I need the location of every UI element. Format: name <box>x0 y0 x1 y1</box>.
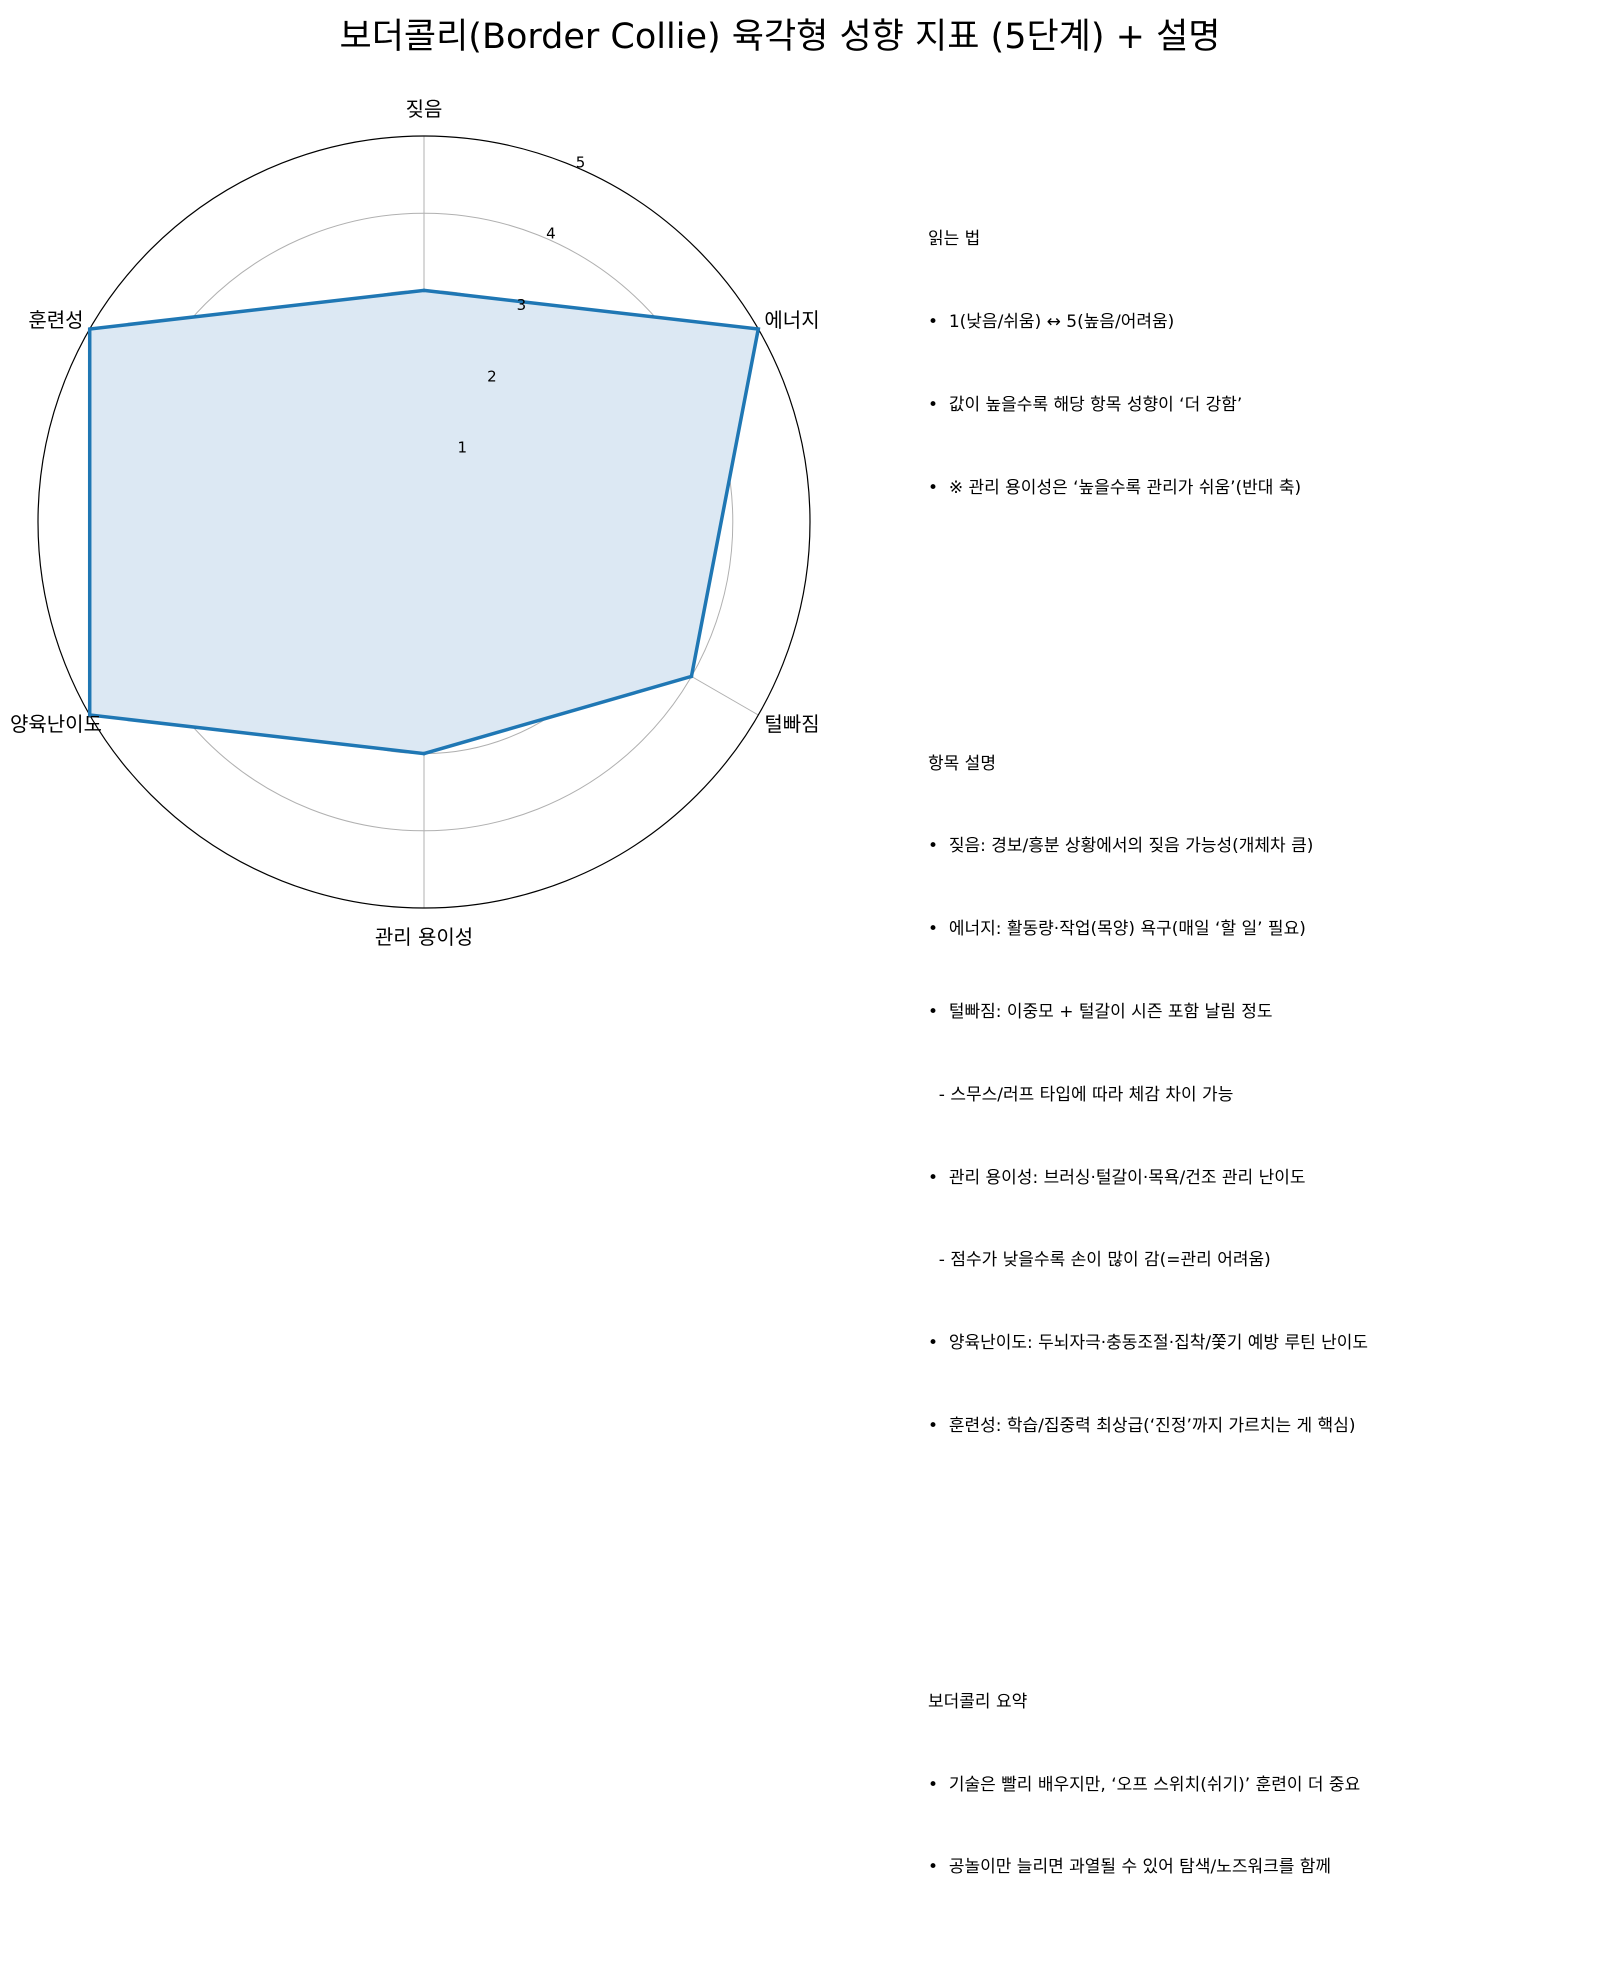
section-heading: 보더콜리 요약 <box>928 1691 1028 1712</box>
panel-line: • 1(낮음/쉬움) ↔ 5(높음/어려움) <box>928 312 1175 333</box>
panel-line: • 공놀이만 늘리면 과열될 수 있어 탐색/노즈워크를 함께 <box>928 1857 1332 1878</box>
axis-label: 훈련성 <box>28 308 83 332</box>
data-point <box>87 327 92 331</box>
chart-title: 보더콜리(Border Collie) 육각형 성향 지표 (5단계) + 설명 <box>339 17 1221 57</box>
section-items: 항목 설명 • 짖음: 경보/흥분 상황에서의 짖음 가능성(개체차 큼) • … <box>928 695 1368 1495</box>
section-heading: 항목 설명 <box>928 753 996 774</box>
data-area <box>89 290 759 754</box>
panel-line: • 에너지: 활동량·작업(목양) 욕구(매일 ‘할 일’ 필요) <box>928 919 1306 940</box>
panel-line: - 스무스/러프 타입에 따라 체감 차이 가능 <box>928 1084 1234 1105</box>
r-tick-label: 2 <box>487 367 497 385</box>
panel-line: • 관리 용이성: 브러싱·털갈이·목욕/건조 관리 난이도 <box>928 1167 1306 1188</box>
data-point <box>422 288 426 293</box>
panel-line: • 짖음: 경보/흥분 상황에서의 짖음 가능성(개체차 큼) <box>928 836 1314 857</box>
r-tick-label: 1 <box>458 439 468 457</box>
data-point <box>87 713 92 717</box>
panel-line: • 양육난이도: 두뇌자극·충동조절·집착/쫓기 예방 루틴 난이도 <box>928 1333 1369 1354</box>
r-tick-label: 5 <box>576 153 586 171</box>
data-point <box>422 751 426 756</box>
section-summary: 보더콜리 요약 • 기술은 빨리 배우지만, ‘오프 스위치(쉬기)’ 훈련이 … <box>928 1634 1368 1938</box>
axis-label: 관리 용이성 <box>375 925 473 949</box>
data-point <box>689 674 694 679</box>
axis-label: 짖음 <box>406 97 443 121</box>
r-tick-label: 3 <box>517 296 527 314</box>
panel-line: • ※ 관리 용이성은 ‘높을수록 관리가 쉬움’(반대 축) <box>928 477 1302 498</box>
panel-line: - 점수가 낮을수록 손이 많이 감(=관리 어려움) <box>928 1250 1271 1271</box>
axis-label: 양육난이도 <box>10 712 102 736</box>
axis-label: 털빠짐 <box>764 712 819 736</box>
r-tick-label: 4 <box>546 225 556 243</box>
panel-line: • 값이 높을수록 해당 항목 성향이 ‘더 강함’ <box>928 394 1243 415</box>
description-panel: 읽는 법 • 1(낮음/쉬움) ↔ 5(높음/어려움) • 값이 높을수록 해당… <box>928 116 1368 1962</box>
panel-line: • 털빠짐: 이중모 + 털갈이 시즌 포함 날림 정도 <box>928 1002 1273 1022</box>
panel-line: • 기술은 빨리 배우지만, ‘오프 스위치(쉬기)’ 훈련이 더 중요 <box>928 1774 1361 1795</box>
data-point <box>756 327 761 331</box>
section-heading: 읽는 법 <box>928 229 981 250</box>
panel-line: • 훈련성: 학습/집중력 최상급(‘진정’까지 가르치는 게 핵심) <box>928 1415 1356 1436</box>
axis-label: 에너지 <box>764 308 819 332</box>
outer-frame <box>37 135 811 909</box>
section-reading: 읽는 법 • 1(낮음/쉬움) ↔ 5(높음/어려움) • 값이 높을수록 해당… <box>928 171 1368 557</box>
